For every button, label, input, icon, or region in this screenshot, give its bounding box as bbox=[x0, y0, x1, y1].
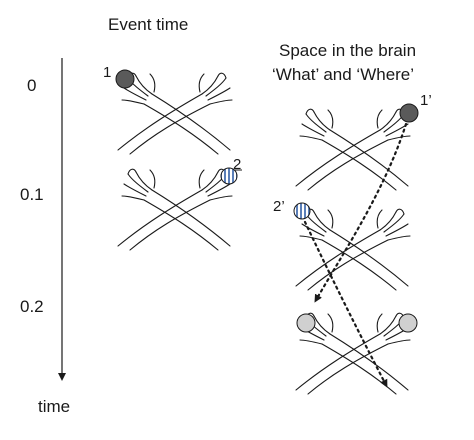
hands-brain-t0 bbox=[295, 108, 411, 191]
stimulus-1-brain-label: 1’ bbox=[420, 92, 432, 109]
stimulus-2-brain-label: 2’ bbox=[273, 198, 285, 215]
stimulus-2-brain-dot bbox=[293, 202, 311, 220]
stimulus-1-brain-dot bbox=[399, 103, 419, 123]
stimulus-1-label: 1 bbox=[103, 64, 112, 81]
what-where-subtitle: ‘What’ and ‘Where’ bbox=[272, 65, 415, 84]
time-tick-0-2: 0.2 bbox=[20, 297, 44, 316]
event-time-title: Event time bbox=[108, 15, 189, 34]
time-tick-0-1: 0.1 bbox=[20, 185, 44, 204]
hands-event-t1 bbox=[117, 168, 233, 251]
merged-dot-left bbox=[296, 313, 316, 333]
hands-brain-t1 bbox=[295, 208, 411, 291]
stimulus-2-dot bbox=[220, 167, 238, 185]
hands-event-t0 bbox=[117, 72, 233, 155]
time-axis-label: time bbox=[38, 397, 71, 416]
stimulus-2-label: 2 bbox=[233, 156, 242, 173]
space-in-brain-title: Space in the brain bbox=[279, 41, 417, 60]
dotted-arrow-2-to-right bbox=[303, 220, 388, 388]
dotted-arrow-1-to-left bbox=[314, 122, 408, 303]
time-tick-0: 0 bbox=[27, 76, 37, 95]
stimulus-1-dot bbox=[115, 69, 135, 89]
merged-dot-right bbox=[398, 313, 418, 333]
